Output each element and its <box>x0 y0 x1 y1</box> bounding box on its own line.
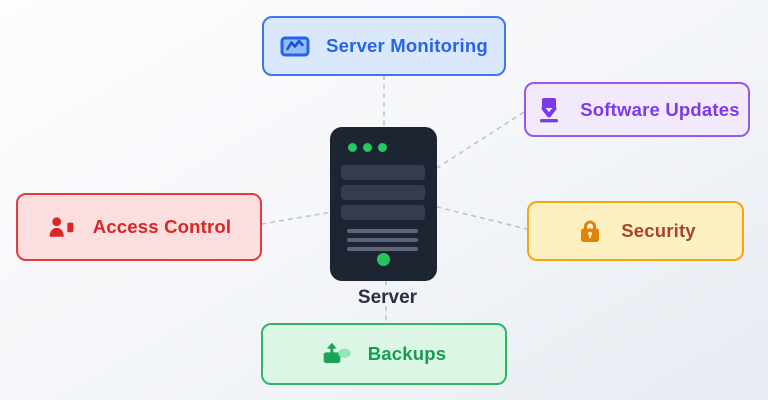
lock-icon <box>575 216 605 246</box>
server-drive-bay <box>341 165 425 180</box>
node-label: Server Monitoring <box>326 35 488 56</box>
download-icon <box>534 95 564 125</box>
node-label: Access Control <box>92 216 232 237</box>
line-chart-monitor-icon <box>280 31 310 61</box>
node-backups: Backups <box>261 323 507 385</box>
node-label: Security <box>621 220 696 241</box>
server-drive-bay <box>341 185 425 200</box>
server-label: Server <box>357 287 418 308</box>
server-drive-bay <box>341 205 425 220</box>
server-vent-line <box>347 229 418 233</box>
server-illustration <box>330 127 437 281</box>
edge-server-updates <box>436 111 525 169</box>
node-label: Software Updates <box>580 98 740 120</box>
upload-backup-icon <box>322 339 352 369</box>
node-label: Backups <box>367 343 447 364</box>
edge-server-security <box>436 206 528 230</box>
server-vent-line <box>347 247 418 251</box>
person-badge-icon <box>47 212 77 242</box>
node-software-updates: Software Updates <box>524 82 750 137</box>
server-led-icon <box>348 143 357 152</box>
server-led-icon <box>363 143 372 152</box>
server-led-icon <box>378 143 387 152</box>
node-server-monitoring: Server Monitoring <box>262 16 506 76</box>
node-access-control: Access Control <box>16 193 262 261</box>
edge-server-access <box>261 211 333 225</box>
server-power-led-icon <box>377 253 390 266</box>
node-security: Security <box>527 201 744 261</box>
server-vent-line <box>347 238 418 242</box>
